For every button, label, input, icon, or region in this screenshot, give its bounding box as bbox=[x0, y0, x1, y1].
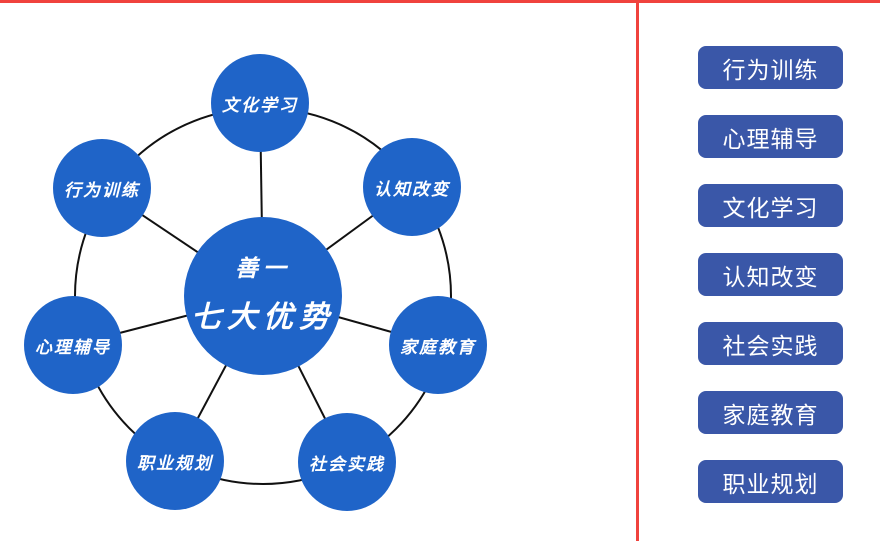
sidebar-button-cultural-learning[interactable]: 文化学习 bbox=[698, 184, 843, 227]
node-cognitive-change: 认知改变 bbox=[363, 138, 461, 236]
node-label: 行为训练 bbox=[64, 180, 140, 201]
node-psych-counseling: 心理辅导 bbox=[24, 296, 122, 394]
node-cultural-learning: 文化学习 bbox=[211, 54, 309, 152]
sidebar-button-psych-counseling[interactable]: 心理辅导 bbox=[698, 115, 843, 158]
hub-title-line2: 七大优势 bbox=[191, 299, 335, 335]
sidebar-button-cognitive-change[interactable]: 认知改变 bbox=[698, 253, 843, 296]
sidebar-button-career-planning[interactable]: 职业规划 bbox=[698, 460, 843, 503]
node-label: 文化学习 bbox=[222, 95, 298, 116]
sidebar-button-social-practice[interactable]: 社会实践 bbox=[698, 322, 843, 365]
node-label: 认知改变 bbox=[374, 179, 450, 200]
hub-node-seven-advantages: 善一 七大优势 bbox=[184, 217, 342, 375]
seven-advantages-diagram: 善一 七大优势 文化学习 认知改变 家庭教育 社会实践 职业规划 心理辅导 行为… bbox=[24, 54, 487, 511]
node-career-planning: 职业规划 bbox=[126, 412, 224, 510]
right-button-panel: 行为训练 心理辅导 文化学习 认知改变 社会实践 家庭教育 职业规划 bbox=[698, 46, 843, 503]
node-family-education: 家庭教育 bbox=[389, 296, 487, 394]
sidebar-button-family-education[interactable]: 家庭教育 bbox=[698, 391, 843, 434]
hub-title-line1: 善一 bbox=[235, 255, 291, 282]
sidebar-button-behavior-training[interactable]: 行为训练 bbox=[698, 46, 843, 89]
vertical-red-divider bbox=[636, 0, 639, 541]
top-red-rule bbox=[0, 0, 880, 3]
node-label: 职业规划 bbox=[137, 453, 213, 474]
node-label: 心理辅导 bbox=[35, 337, 111, 358]
node-label: 家庭教育 bbox=[400, 337, 476, 358]
node-label: 社会实践 bbox=[309, 454, 385, 475]
node-social-practice: 社会实践 bbox=[298, 413, 396, 511]
node-behavior-training: 行为训练 bbox=[53, 139, 151, 237]
